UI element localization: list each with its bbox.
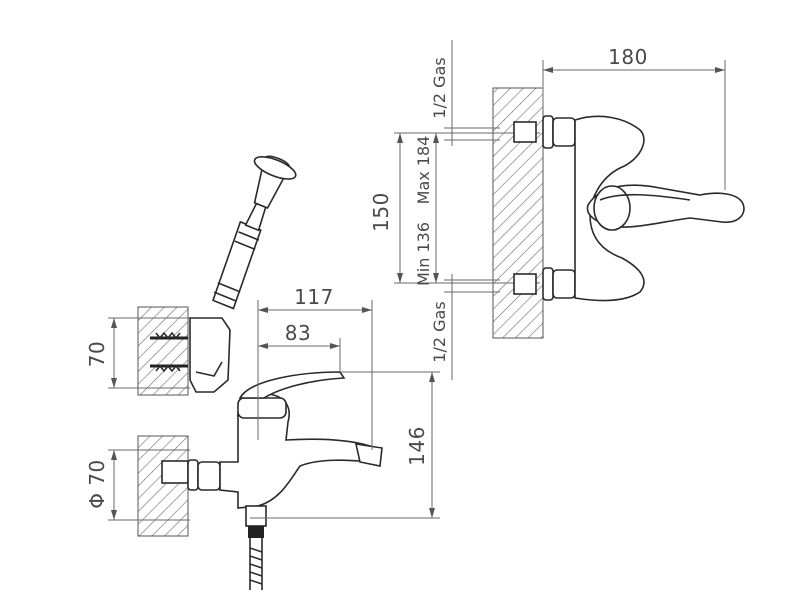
dim-height-label: 146 <box>405 426 429 466</box>
dim-spout-reach-label: 83 <box>285 321 311 345</box>
dim-width-label: 180 <box>608 45 648 69</box>
dim-total-reach-label: 117 <box>294 285 334 309</box>
diverter-outlet <box>245 505 267 527</box>
spout-tip <box>354 443 383 467</box>
shower-hose <box>249 538 263 590</box>
wall-mixer-top-view: 180 150 Max 184 Min 136 1/2 Gas 1/2 Gas <box>369 40 745 380</box>
wall-section-lower <box>137 435 189 537</box>
inlet-connector-top <box>513 121 537 143</box>
connection-top-label: 1/2 Gas <box>430 57 449 118</box>
connection-bottom-label: 1/2 Gas <box>430 301 449 362</box>
dim-wall-width-label: 70 <box>85 341 109 367</box>
dim-center-label: 150 <box>369 192 393 232</box>
shower-holder <box>189 317 231 393</box>
wall-section-upper <box>137 306 189 396</box>
inlet-connector-bottom <box>513 273 537 295</box>
inlet-connector <box>161 460 189 484</box>
dim-min-label: Min 136 <box>414 222 433 286</box>
hand-shower <box>211 155 297 310</box>
mixer-side-view: 70 Φ 70 <box>85 155 440 590</box>
dim-max-label: Max 184 <box>414 136 433 205</box>
dim-diameter-label: Φ 70 <box>85 459 109 509</box>
mixer-lever-side <box>238 371 346 399</box>
wall-screws <box>150 331 188 373</box>
